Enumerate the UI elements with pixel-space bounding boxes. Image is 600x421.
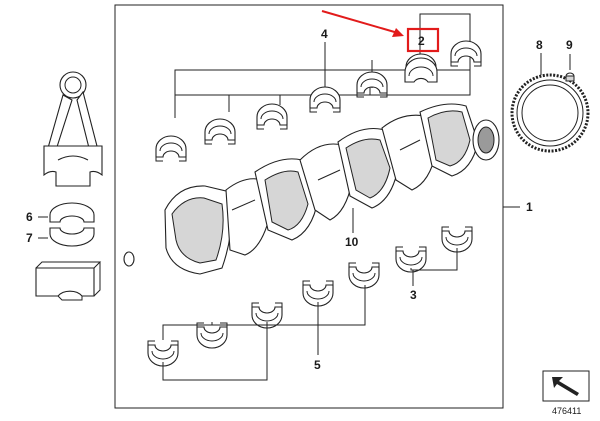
catalog-arrow-icon (542, 370, 590, 402)
callout-5[interactable]: 5 (314, 358, 321, 372)
callout-2-highlight (406, 27, 440, 53)
rod-cap[interactable] (35, 261, 102, 301)
connecting-rod[interactable] (43, 71, 103, 187)
reluctor-ring[interactable] (510, 73, 590, 153)
thrust-bearing-shell[interactable] (404, 57, 438, 83)
rod-bearing-shells[interactable] (49, 202, 95, 247)
callout-4[interactable]: 4 (321, 27, 328, 41)
callout-8[interactable]: 8 (536, 38, 543, 52)
callout-6[interactable]: 6 (26, 210, 33, 224)
lower-bearing-bracket (162, 248, 458, 381)
arrow-pointer-icon (321, 10, 404, 37)
upper-bearing-shells (155, 40, 482, 162)
crankshaft[interactable] (123, 103, 500, 275)
callout-7[interactable]: 7 (26, 231, 33, 245)
callout-1[interactable]: 1 (526, 200, 533, 214)
bolt[interactable] (565, 72, 575, 82)
document-number: 476411 (552, 406, 581, 416)
callout-9[interactable]: 9 (566, 38, 573, 52)
upper-bearing-bracket (174, 13, 471, 118)
callout-3[interactable]: 3 (410, 288, 417, 302)
callout-2[interactable]: 2 (418, 34, 425, 48)
callout-10[interactable]: 10 (345, 235, 359, 249)
